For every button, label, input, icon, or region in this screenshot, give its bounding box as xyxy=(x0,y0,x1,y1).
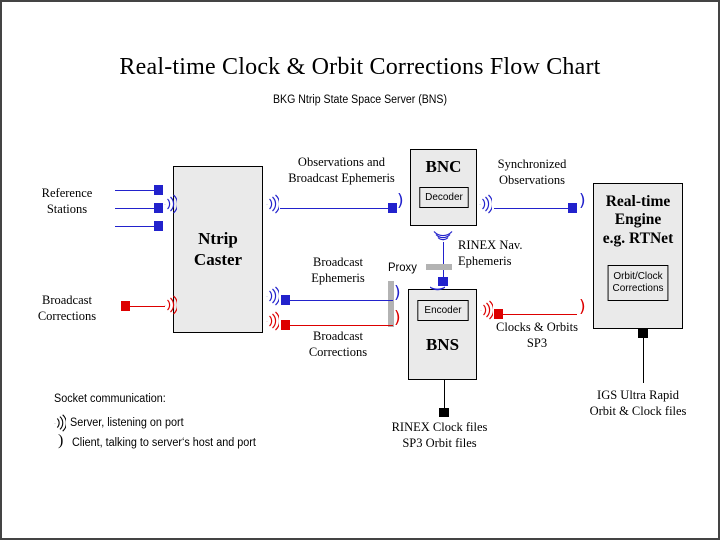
label-broadcast-ephemeris: Broadcast Ephemeris xyxy=(293,255,383,286)
bcast-corr-out-line1: Broadcast xyxy=(42,293,92,307)
observations-line1: Observations and xyxy=(297,155,386,169)
rinex-nav-line2: Ephemeris xyxy=(458,253,512,268)
arrow-ref-station-1 xyxy=(115,185,163,195)
server-socket-icon-legend xyxy=(54,414,66,432)
proxy-bar xyxy=(388,281,394,327)
bnc-label: BNC xyxy=(425,157,462,176)
ntrip-caster-label-line1: Ntrip xyxy=(198,229,238,249)
server-socket-icon-caster-left-out xyxy=(164,295,177,315)
box-realtime-engine[interactable]: Real-time Engine e.g. RTNet Orbit/Clock … xyxy=(593,183,683,329)
label-rinex-nav-ephemeris: RINEX Nav. Ephemeris xyxy=(458,238,522,269)
arrow-igs-ultra-rapid xyxy=(638,329,648,383)
rt-engine-orbit-clock-subbox[interactable]: Orbit/Clock Corrections xyxy=(607,264,669,301)
bcast-corr-out-line2: Corrections xyxy=(37,308,97,323)
label-synchronized-observations: Synchronized Observations xyxy=(485,157,579,188)
client-socket-icon-legend: ) xyxy=(58,432,64,449)
ntrip-caster-label-line2: Caster xyxy=(193,249,243,269)
observations-line2: Broadcast Ephemeris xyxy=(288,170,395,185)
label-reference-stations: Reference Stations xyxy=(24,186,110,217)
arrow-clocks-orbits xyxy=(494,309,577,319)
page-title: Real-time Clock & Orbit Corrections Flow… xyxy=(119,54,601,80)
server-socket-icon-bns-right xyxy=(480,300,493,320)
client-socket-icon-bnc-left: ) xyxy=(397,191,404,211)
bcast-eph-line2: Ephemeris xyxy=(311,270,365,285)
server-socket-icon-caster-right-obs xyxy=(266,194,279,214)
clocks-orbits-line1: Clocks & Orbits xyxy=(496,320,578,334)
client-socket-icon-rtengine-left-obs: ) xyxy=(579,191,586,211)
arrow-broadcast-corrections xyxy=(281,320,393,330)
label-proxy: Proxy xyxy=(388,260,417,274)
label-rinex-clock-files: RINEX Clock files SP3 Orbit files xyxy=(372,420,507,451)
orbit-clock-line2: Corrections xyxy=(612,281,664,294)
rt-engine-label-line1: Real-time xyxy=(605,193,671,210)
label-broadcast-corrections-out: Broadcast Corrections xyxy=(16,293,118,324)
arrow-rinex-nav-ephemeris xyxy=(438,242,448,286)
label-broadcast-corrections: Broadcast Corrections xyxy=(293,329,383,360)
box-ntrip-caster[interactable]: Ntrip Caster xyxy=(173,166,263,333)
arrow-observations xyxy=(280,203,397,213)
clocks-orbits-line2: SP3 xyxy=(526,335,548,350)
igs-line2: Orbit & Clock files xyxy=(589,403,687,418)
client-socket-icon-bns-top: ) xyxy=(426,285,447,292)
box-bns[interactable]: Encoder BNS xyxy=(408,289,477,380)
server-socket-icon-caster-right-corr xyxy=(266,311,279,331)
server-socket-icon-caster-left-in xyxy=(164,194,177,214)
server-socket-icon-bnc-bottom xyxy=(433,231,453,241)
client-socket-icon-bns-left-eph: ) xyxy=(394,283,401,303)
server-socket-icon-caster-right-eph xyxy=(266,286,279,306)
arrow-ref-station-2 xyxy=(115,203,163,213)
rinex-clock-files-line1: RINEX Clock files xyxy=(391,420,488,434)
bcast-eph-line1: Broadcast xyxy=(313,255,363,269)
reference-stations-line1: Reference xyxy=(41,186,93,200)
proxy-bar-vertical xyxy=(426,264,452,270)
bcast-corr-line1: Broadcast xyxy=(313,329,363,343)
reference-stations-line2: Stations xyxy=(46,201,88,216)
bcast-corr-line2: Corrections xyxy=(308,344,368,359)
label-igs-ultra-rapid: IGS Ultra Rapid Orbit & Clock files xyxy=(568,388,708,419)
legend-heading: Socket communication: xyxy=(54,393,166,405)
arrow-broadcast-corrections-out xyxy=(121,301,165,311)
rt-engine-label-line3: e.g. RTNet xyxy=(602,229,674,247)
orbit-clock-line1: Orbit/Clock xyxy=(613,270,663,283)
arrow-rinex-clock-files xyxy=(439,380,449,417)
rinex-clock-files-line2: SP3 Orbit files xyxy=(402,435,477,450)
label-observations-broadcast-ephemeris: Observations and Broadcast Ephemeris xyxy=(274,155,409,186)
bns-label: BNS xyxy=(425,335,460,354)
synchronized-line1: Synchronized xyxy=(497,157,567,171)
server-socket-icon-bnc-right xyxy=(479,194,492,214)
arrow-ref-station-3 xyxy=(115,221,163,231)
rinex-nav-line1: RINEX Nav. xyxy=(458,238,523,252)
arrow-broadcast-ephemeris xyxy=(281,295,393,305)
rt-engine-label-line2: Engine xyxy=(614,211,662,229)
client-socket-icon-rtengine-left-corr: ) xyxy=(579,297,586,317)
box-bnc[interactable]: BNC Decoder xyxy=(410,149,477,226)
legend-client-text: Client, talking to server‘s host and por… xyxy=(72,437,256,449)
label-clocks-orbits: Clocks & Orbits SP3 xyxy=(482,320,592,351)
client-socket-icon-bns-left-corr: ) xyxy=(394,308,401,328)
arrow-synchronized-observations xyxy=(494,203,577,213)
synchronized-line2: Observations xyxy=(499,172,565,187)
igs-line1: IGS Ultra Rapid xyxy=(597,388,679,402)
page-subtitle: BKG Ntrip State Space Server (BNS) xyxy=(272,94,448,106)
bns-encoder-subbox[interactable]: Encoder xyxy=(416,300,469,321)
bnc-decoder-subbox[interactable]: Decoder xyxy=(418,187,469,209)
legend-server-text: Server, listening on port xyxy=(70,417,184,429)
